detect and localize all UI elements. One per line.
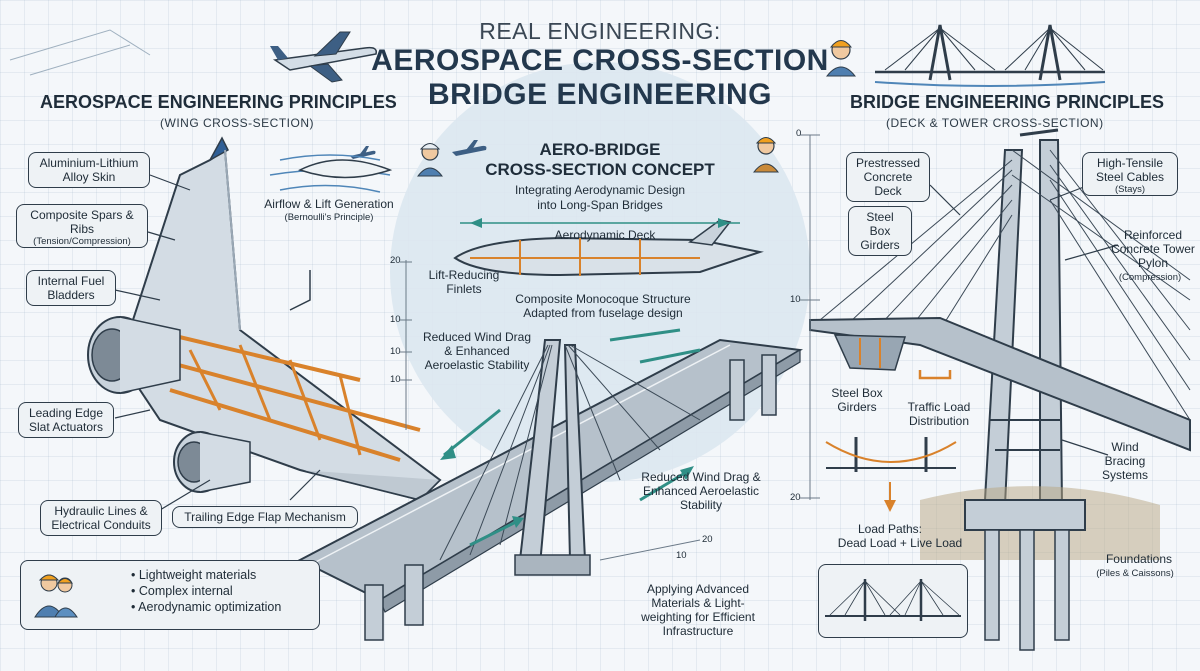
header-kicker: REAL ENGINEERING:: [479, 18, 721, 44]
center-bridge-tower: [439, 339, 701, 576]
callout-fuel: Internal Fuel Bladders: [26, 270, 116, 306]
callout-slat: Leading Edge Slat Actuators: [18, 402, 114, 438]
suspension-bridge-icon: [825, 437, 957, 472]
engineer-icon-right: [752, 137, 780, 173]
concept-heading-line2: CROSS-SECTION CONCEPT: [485, 160, 715, 179]
aerodynamic-deck-section: [453, 218, 764, 277]
scale-left-tick: 10: [390, 346, 401, 357]
right-bridge-cables: [819, 149, 1191, 421]
header-title-line1: AEROSPACE CROSS-SECTION: [371, 44, 829, 77]
label-pylon: Reinforced Concrete Tower Pylon: [1111, 228, 1195, 270]
concept-subtitle-line2: into Long-Span Bridges: [537, 198, 663, 212]
label-loadpaths-line2: Dead Load + Live Load: [837, 536, 963, 550]
drag-arrows: [443, 408, 691, 547]
concept-deck-label: Aerodynamic Deck: [554, 228, 656, 242]
callout-deck: Prestressed Concrete Deck: [846, 152, 930, 202]
bridge-thumbnail-box: [818, 564, 968, 638]
bridge-subheading: (DECK & TOWER CROSS-SECTION): [886, 116, 1104, 130]
wind-arrows: [609, 328, 701, 364]
header-title-line2: BRIDGE ENGINEERING: [427, 78, 773, 111]
right-bridge-foundation: [920, 486, 1160, 651]
engineer-icon: [825, 40, 857, 77]
aerospace-subheading: (WING CROSS-SECTION): [160, 116, 314, 130]
engineers-icon: [34, 574, 78, 618]
jet-engine-upper: [87, 316, 181, 394]
wing-cross-section: [118, 136, 442, 502]
label-traffic: Traffic Load Distribution: [907, 400, 971, 428]
callout-box: Steel Box Girders: [848, 206, 912, 256]
callout-spars: Composite Spars & Ribs (Tension/Compress…: [16, 204, 148, 248]
concept-heading-line1: AERO-BRIDGE: [539, 140, 661, 159]
scale-bottom: [599, 539, 701, 561]
right-bridge-pylon: [983, 128, 1064, 507]
concept-applying: Applying Advanced Materials & Light-weig…: [641, 582, 755, 638]
airplane-icon: [270, 31, 378, 83]
airfoil-icon: [298, 159, 393, 179]
label-foundations-note: (Piles & Caissons): [1096, 568, 1174, 579]
label-loadpaths-line1: Load Paths:: [857, 522, 923, 536]
label-box2: Steel Box Girders: [831, 386, 883, 414]
callout-spars-label: Composite Spars & Ribs: [30, 208, 134, 236]
label-foundations: Foundations: [1105, 552, 1173, 566]
bullet-item: • Complex internal: [131, 584, 233, 598]
callout-cables-note: (Stays): [1114, 184, 1146, 195]
airflow-note: (Bernoulli's Principle): [284, 212, 374, 223]
engineer-icon-center: [416, 143, 444, 177]
leader-lines: [114, 174, 1119, 511]
label-wind: Wind Bracing Systems: [1101, 440, 1148, 482]
bullet-text: Complex internal: [138, 584, 233, 598]
concept-drag-left: Reduced Wind Drag & Enhanced Aeroelastic…: [422, 330, 532, 372]
label-pylon-note: (Compression): [1118, 272, 1182, 283]
scale-left: [400, 260, 412, 430]
callout-spars-note: (Tension/Compression): [33, 236, 131, 247]
bridge-thumbnail-icon: [825, 579, 961, 621]
scale-left-tick: 10: [390, 374, 401, 385]
concept-monocoque-line2: Adapted from fuselage design: [523, 306, 683, 320]
cable-bridge-icon: [874, 24, 1106, 87]
concept-monocoque-line1: Composite Monocoque Structure: [515, 292, 691, 306]
scale-bottom-tick: 10: [676, 550, 687, 561]
small-airplane-icon: [452, 140, 487, 156]
bullet-item: • Lightweight materials: [131, 568, 257, 582]
jet-engine-lower: [173, 431, 251, 493]
scale-left-tick: 20: [390, 255, 401, 266]
callout-hydraulic: Hydraulic Lines & Electrical Conduits: [40, 500, 162, 536]
scale-right-tick: 0: [796, 128, 802, 139]
callout-flap: Trailing Edge Flap Mechanism: [172, 506, 358, 528]
bullet-item: • Aerodynamic optimization: [131, 600, 282, 614]
bridge-heading: BRIDGE ENGINEERING PRINCIPLES: [850, 92, 1165, 112]
callout-cables: High-Tensile Steel Cables (Stays): [1082, 152, 1178, 196]
bullet-text: Lightweight materials: [138, 568, 257, 582]
concept-drag-right: Reduced Wind Drag & Enhanced Aeroelastic…: [641, 470, 761, 512]
scale-right: [800, 134, 820, 500]
scale-right-tick: 10: [790, 294, 801, 305]
scale-right-tick: 20: [790, 492, 801, 503]
callout-cables-label: High-Tensile Steel Cables: [1095, 156, 1165, 184]
sketch-lines: [9, 29, 151, 76]
bullet-text: Aerodynamic optimization: [138, 600, 282, 614]
concept-subtitle-line1: Integrating Aerodynamic Design: [514, 183, 686, 197]
aerospace-summary-box: • Lightweight materials • Complex intern…: [20, 560, 320, 630]
scale-left-tick: 10: [390, 314, 401, 325]
aerospace-heading: AEROSPACE ENGINEERING PRINCIPLES: [40, 92, 397, 112]
airflow-label: Airflow & Lift Generation: [264, 197, 394, 211]
scale-bottom-tick: 20: [702, 534, 713, 545]
center-bridge-piers: [364, 354, 777, 641]
callout-skin: Aluminium-Lithium Alloy Skin: [28, 152, 150, 188]
concept-finlets: Lift-Reducing Finlets: [428, 268, 500, 296]
